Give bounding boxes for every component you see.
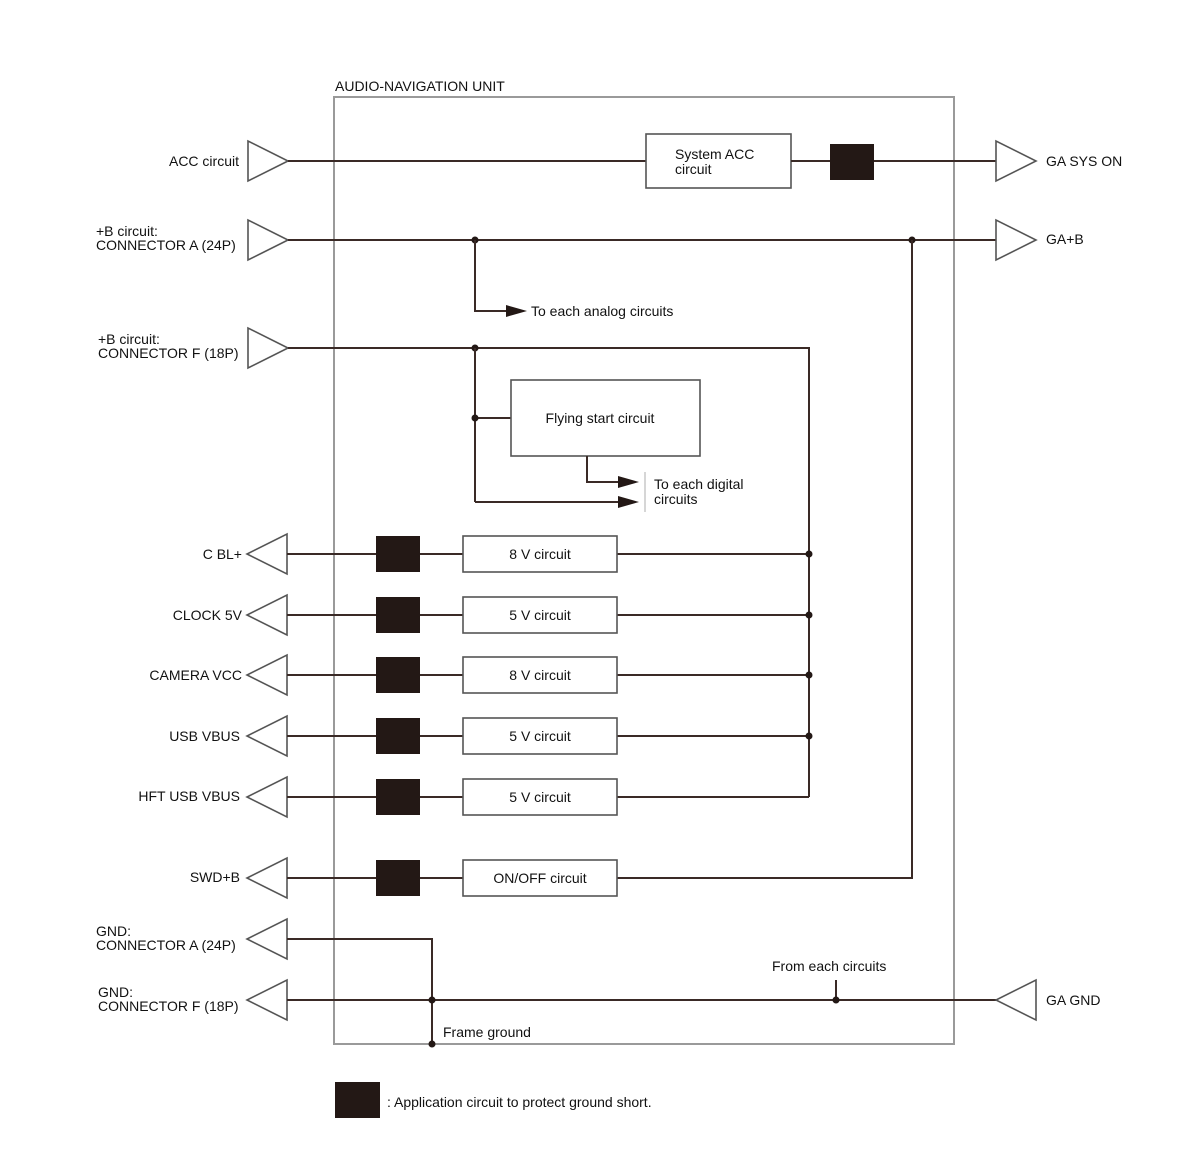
usb-vbus-circuit-box	[462, 717, 618, 755]
unit-boundary	[333, 96, 955, 1045]
frame-ground-label: Frame ground	[443, 1024, 531, 1040]
protect-block-clock-5v	[376, 597, 420, 633]
ga-gnd-terminal	[994, 978, 1037, 1022]
gnd-a-label-1: GND:	[96, 923, 131, 939]
digital-arrowhead	[618, 496, 639, 508]
clock-5v-label: CLOCK 5V	[173, 607, 243, 623]
flying-start-out-line	[586, 456, 620, 483]
clock-5v-terminal	[245, 593, 288, 637]
clock-5v-junction	[805, 611, 813, 619]
camera-vcc-label: CAMERA VCC	[149, 667, 242, 683]
from-each-circuits-label: From each circuits	[772, 958, 886, 974]
onoff-circuit-label: ON/OFF circuit	[493, 870, 586, 886]
clock-5v-circuit-label: 5 V circuit	[509, 607, 571, 623]
protect-block-ga-sys-on	[830, 144, 874, 180]
c-bl-terminal	[245, 532, 288, 576]
legend-text: : Application circuit to protect ground …	[387, 1094, 652, 1110]
protect-block-hft-usb-vbus	[376, 779, 420, 815]
gnd-f-label-1: GND:	[98, 984, 133, 1000]
b-a-label-2: CONNECTOR A (24P)	[96, 237, 236, 253]
c-bl-label: C BL+	[203, 546, 242, 562]
usb-vbus-circuit-label: 5 V circuit	[509, 728, 571, 744]
b-f-label-1: +B circuit:	[98, 331, 160, 347]
swd-b-label: SWD+B	[190, 869, 240, 885]
legend-protect-block	[335, 1082, 380, 1118]
gnd-f-label-2: CONNECTOR F (18P)	[98, 998, 239, 1014]
analog-label: To each analog circuits	[531, 303, 673, 319]
flying-start-arrowhead	[618, 476, 639, 488]
c-bl-8v-circuit-box	[462, 535, 618, 573]
protect-block-usb-vbus	[376, 718, 420, 754]
usb-vbus-label: USB VBUS	[169, 728, 240, 744]
protect-block-swd-b	[376, 860, 420, 896]
gnd-f-terminal	[245, 978, 288, 1022]
flying-start-label: Flying start circuit	[546, 410, 655, 426]
c-bl-8v-circuit-label: 8 V circuit	[509, 546, 571, 562]
hft-usb-vbus-circuit-label: 5 V circuit	[509, 789, 571, 805]
hft-usb-vbus-label: HFT USB VBUS	[138, 788, 240, 804]
b-f-line	[288, 347, 810, 797]
system-acc-label-1: System ACC	[675, 146, 754, 162]
ga-sys-on-terminal	[995, 139, 1038, 183]
protect-block-c-bl	[376, 536, 420, 572]
usb-vbus-terminal	[245, 714, 288, 758]
camera-vcc-circuit-box	[462, 656, 618, 694]
from-each-circuits-junction	[832, 996, 840, 1004]
camera-vcc-circuit-label: 8 V circuit	[509, 667, 571, 683]
clock-5v-circuit-box	[462, 596, 618, 634]
analog-arrowhead	[506, 305, 527, 317]
ga-sys-on-label: GA SYS ON	[1046, 153, 1122, 169]
unit-title: AUDIO-NAVIGATION UNIT	[335, 78, 505, 94]
gnd-a-terminal	[245, 917, 288, 961]
digital-label-1: To each digital	[654, 476, 744, 492]
camera-vcc-terminal	[245, 653, 288, 697]
hft-usb-vbus-circuit-box	[462, 778, 618, 816]
system-acc-label-2: circuit	[675, 161, 712, 177]
protect-block-camera-vcc	[376, 657, 420, 693]
ga-b-terminal	[995, 218, 1038, 262]
flying-start-circuit-box	[510, 379, 701, 457]
frame-ground-junction	[428, 1040, 436, 1048]
ga-gnd-label: GA GND	[1046, 992, 1100, 1008]
camera-vcc-junction	[805, 671, 813, 679]
analog-branch-line	[474, 240, 508, 312]
acc-circuit-label: ACC circuit	[169, 153, 239, 169]
gnd-a-label-2: CONNECTOR A (24P)	[96, 937, 236, 953]
usb-vbus-junction	[805, 732, 813, 740]
c-bl-junction	[805, 550, 813, 558]
gnd-junction	[428, 996, 436, 1004]
system-acc-circuit-box	[645, 133, 792, 189]
acc-input-terminal	[247, 139, 290, 183]
b-f-input-terminal	[247, 326, 290, 370]
b-f-label-2: CONNECTOR F (18P)	[98, 345, 239, 361]
b-a-input-terminal	[247, 218, 290, 262]
digital-label-2: circuits	[654, 491, 698, 507]
ga-b-label: GA+B	[1046, 231, 1084, 247]
b-a-label-1: +B circuit:	[96, 223, 158, 239]
hft-usb-vbus-terminal	[245, 775, 288, 819]
onoff-circuit-box	[462, 859, 618, 897]
flying-start-junction	[471, 414, 479, 422]
gnd-a-line	[287, 938, 433, 1044]
swd-b-terminal	[245, 856, 288, 900]
